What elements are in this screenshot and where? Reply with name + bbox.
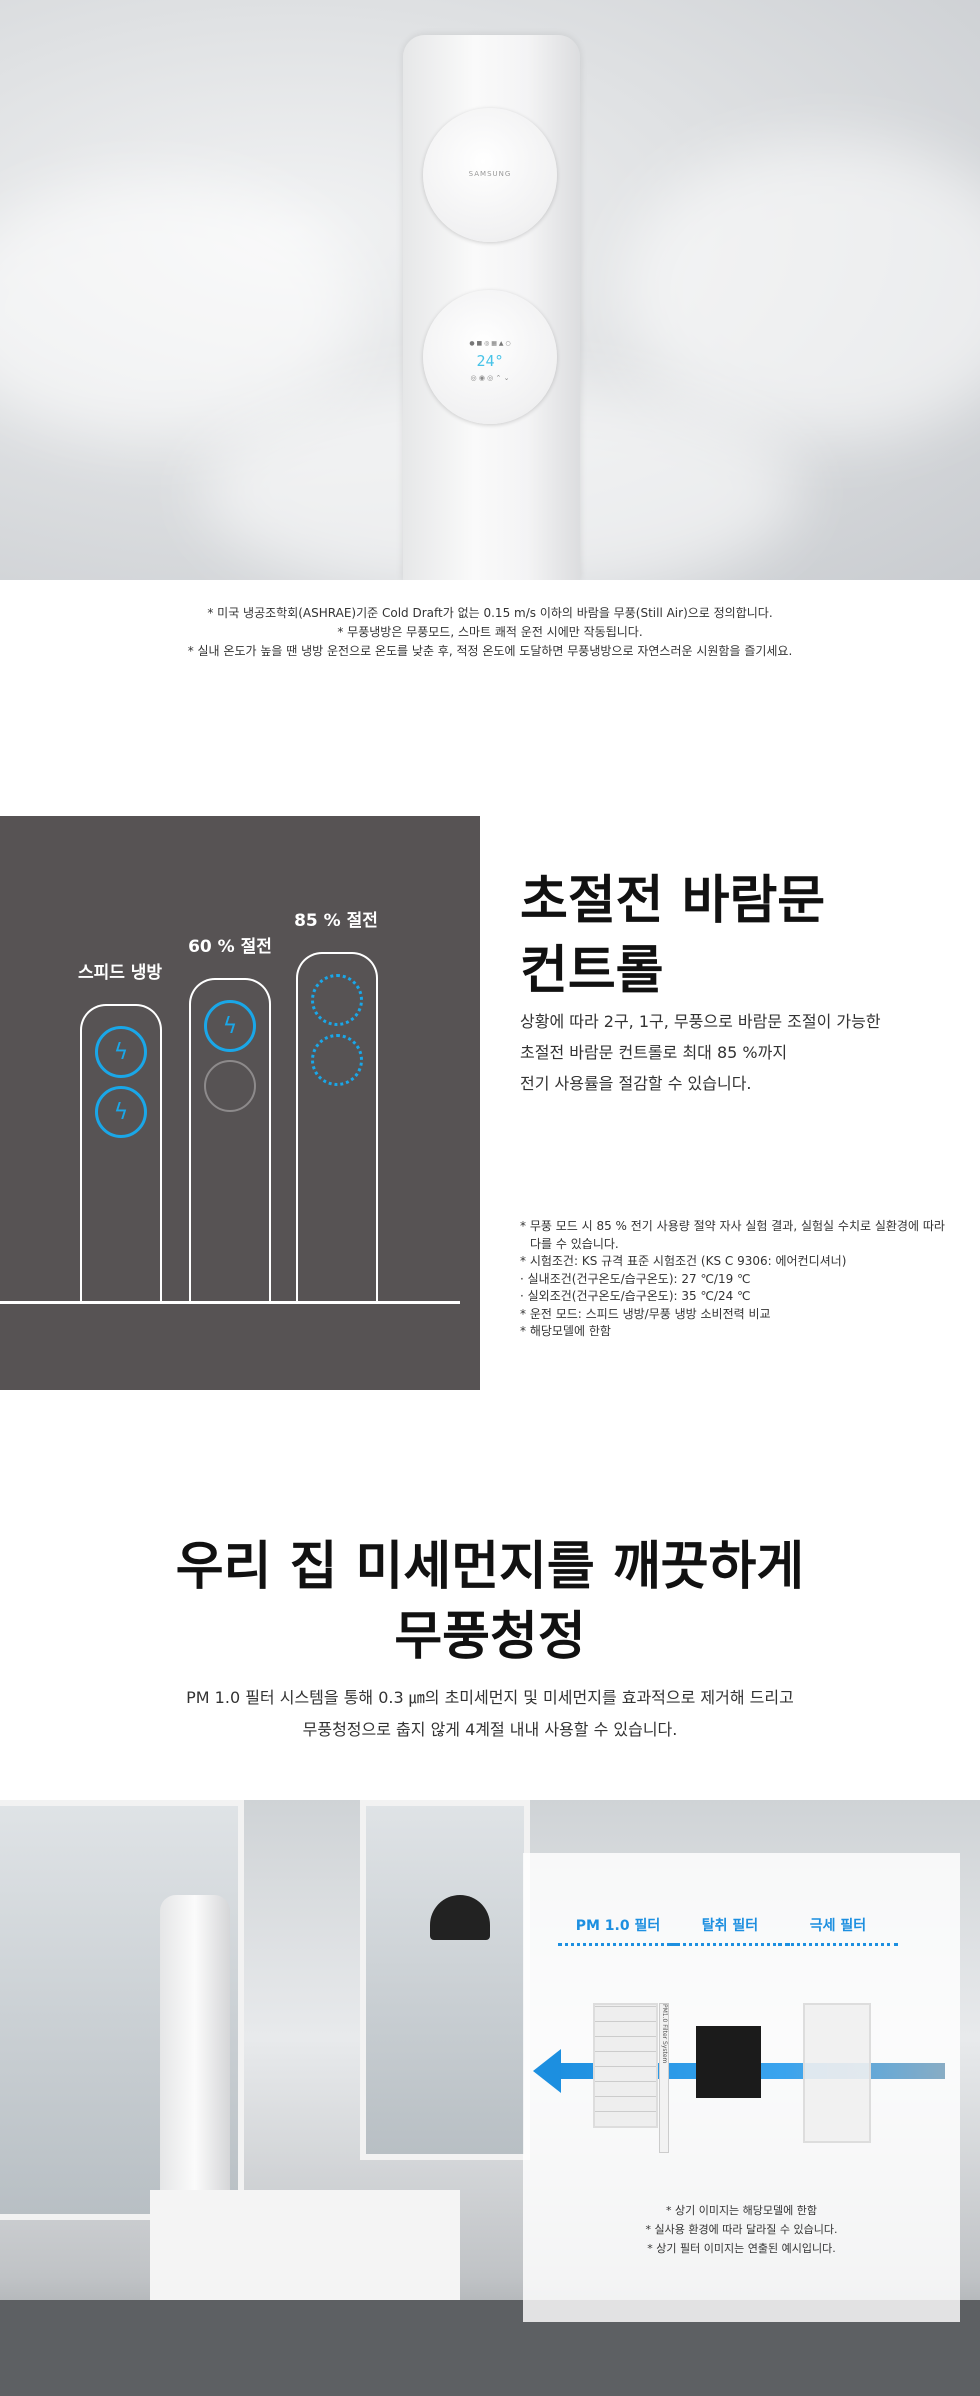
filter-system-panel: PM 1.0 필터 탈취 필터 극세 필터 PM1.0 Filter Syste… bbox=[523, 1853, 960, 2322]
energy-title: 초절전 바람문 컨트롤 bbox=[520, 866, 825, 1006]
coffee-table bbox=[150, 2190, 460, 2320]
display-icons: ● ■ ◎ ▦ ▲ ○ bbox=[469, 340, 511, 347]
lightning-icon: ϟ bbox=[95, 1026, 147, 1078]
still-air-notes: * 미국 냉공조학회(ASHRAE)기준 Cold Draft가 없는 0.15… bbox=[0, 604, 980, 661]
window bbox=[360, 1800, 530, 2160]
note: * 실사용 환경에 따라 달라질 수 있습니다. bbox=[645, 2223, 838, 2236]
hero-image: SAMSUNG ● ■ ◎ ▦ ▲ ○ 24° ◎ ◉ ◎ ⌃ ⌄ bbox=[0, 0, 980, 580]
title-line: 무풍청정 bbox=[394, 1607, 586, 1667]
energy-footnotes: * 무풍 모드 시 85 % 전기 사용량 절약 자사 실험 결과, 실험실 수… bbox=[520, 1218, 970, 1341]
filter-print: PM1.0 Filter System bbox=[659, 2003, 669, 2153]
desc-line: 상황에 따라 2구, 1구, 무풍으로 바람문 조절이 가능한 bbox=[520, 1012, 881, 1031]
energy-description: 상황에 따라 2구, 1구, 무풍으로 바람문 조절이 가능한 초절전 바람문 … bbox=[520, 1006, 881, 1099]
control-buttons: ◎ ◉ ◎ ⌃ ⌄ bbox=[470, 374, 510, 382]
bar-label-60: 60 % 절전 bbox=[188, 937, 272, 957]
unit-bar-85 bbox=[296, 952, 378, 1304]
pm10-filter-image bbox=[593, 2003, 658, 2128]
lower-wind-door: ● ■ ◎ ▦ ▲ ○ 24° ◎ ◉ ◎ ⌃ ⌄ bbox=[423, 290, 557, 424]
filter-label-deodorizing: 탈취 필터 bbox=[670, 1915, 790, 1946]
desc-line: 초절전 바람문 컨트롤로 최대 85 %까지 bbox=[520, 1043, 788, 1062]
temperature-display: 24° bbox=[476, 352, 504, 370]
upper-wind-door: SAMSUNG bbox=[423, 108, 557, 242]
micro-hole-icon bbox=[311, 974, 363, 1026]
title-line: 초절전 바람문 bbox=[520, 871, 826, 931]
closed-door-icon bbox=[204, 1060, 256, 1112]
footnote: 다를 수 있습니다. bbox=[530, 1236, 619, 1251]
unit-bar-60: ϟ bbox=[189, 978, 271, 1304]
filter-label-pm10: PM 1.0 필터 bbox=[558, 1915, 678, 1946]
air-conditioner-unit: SAMSUNG ● ■ ◎ ▦ ▲ ○ 24° ◎ ◉ ◎ ⌃ ⌄ bbox=[403, 35, 580, 580]
note: * 무풍냉방은 무풍모드, 스마트 쾌적 운전 시에만 작동됩니다. bbox=[337, 625, 643, 639]
ground-line bbox=[0, 1301, 460, 1304]
note: * 상기 필터 이미지는 연출된 예시입니다. bbox=[647, 2242, 836, 2255]
brand-logo: SAMSUNG bbox=[468, 170, 512, 178]
energy-saving-graphic: 스피드 냉방 60 % 절전 85 % 절전 ϟ ϟ ϟ bbox=[0, 816, 480, 1390]
micro-hole-icon bbox=[311, 1034, 363, 1086]
purify-description: PM 1.0 필터 시스템을 통해 0.3 ㎛의 초미세먼지 및 미세먼지를 효… bbox=[0, 1682, 980, 1746]
note: * 미국 냉공조학회(ASHRAE)기준 Cold Draft가 없는 0.15… bbox=[207, 606, 773, 620]
purify-title: 우리 집 미세먼지를 깨끗하게 무풍청정 bbox=[0, 1532, 980, 1672]
deodorizing-filter-image bbox=[696, 2026, 761, 2098]
desc-line: 무풍청정으로 춥지 않게 4계절 내내 사용할 수 있습니다. bbox=[302, 1720, 678, 1739]
footnote: · 실외조건(건구온도/습구온도): 35 ℃/24 ℃ bbox=[520, 1289, 751, 1303]
footnote: * 운전 모드: 스피드 냉방/무풍 냉방 소비전력 비교 bbox=[520, 1306, 771, 1321]
footnote: * 시험조건: KS 규격 표준 시험조건 (KS C 9306: 에어컨디셔너… bbox=[520, 1254, 847, 1268]
footnote: · 실내조건(건구온도/습구온도): 27 ℃/19 ℃ bbox=[520, 1271, 751, 1286]
bar-label-speed: 스피드 냉방 bbox=[77, 963, 163, 983]
panel-notes: * 상기 이미지는 해당모델에 한함 * 실사용 환경에 따라 달라질 수 있습… bbox=[523, 2201, 960, 2258]
title-line: 컨트롤 bbox=[520, 941, 664, 1001]
floor-lamp bbox=[430, 1895, 490, 1940]
arrow-left-icon bbox=[533, 2049, 561, 2093]
unit-bar-speed: ϟ ϟ bbox=[80, 1004, 162, 1304]
filter-label-fine: 극세 필터 bbox=[778, 1915, 898, 1946]
footnote: * 무풍 모드 시 85 % 전기 사용량 절약 자사 실험 결과, 실험실 수… bbox=[520, 1219, 945, 1233]
lightning-icon: ϟ bbox=[204, 1000, 256, 1052]
footnote: * 해당모델에 한함 bbox=[520, 1324, 611, 1338]
bar-label-85: 85 % 절전 bbox=[294, 911, 378, 931]
desc-line: 전기 사용률을 절감할 수 있습니다. bbox=[520, 1074, 752, 1093]
note: * 상기 이미지는 해당모델에 한함 bbox=[665, 2204, 818, 2217]
lightning-icon: ϟ bbox=[95, 1086, 147, 1138]
note: * 실내 온도가 높을 땐 냉방 운전으로 온도를 낮춘 후, 적정 온도에 도… bbox=[187, 644, 793, 658]
title-line: 우리 집 미세먼지를 깨끗하게 bbox=[175, 1537, 805, 1597]
desc-line: PM 1.0 필터 시스템을 통해 0.3 ㎛의 초미세먼지 및 미세먼지를 효… bbox=[186, 1688, 794, 1707]
fine-filter-image bbox=[803, 2003, 871, 2143]
